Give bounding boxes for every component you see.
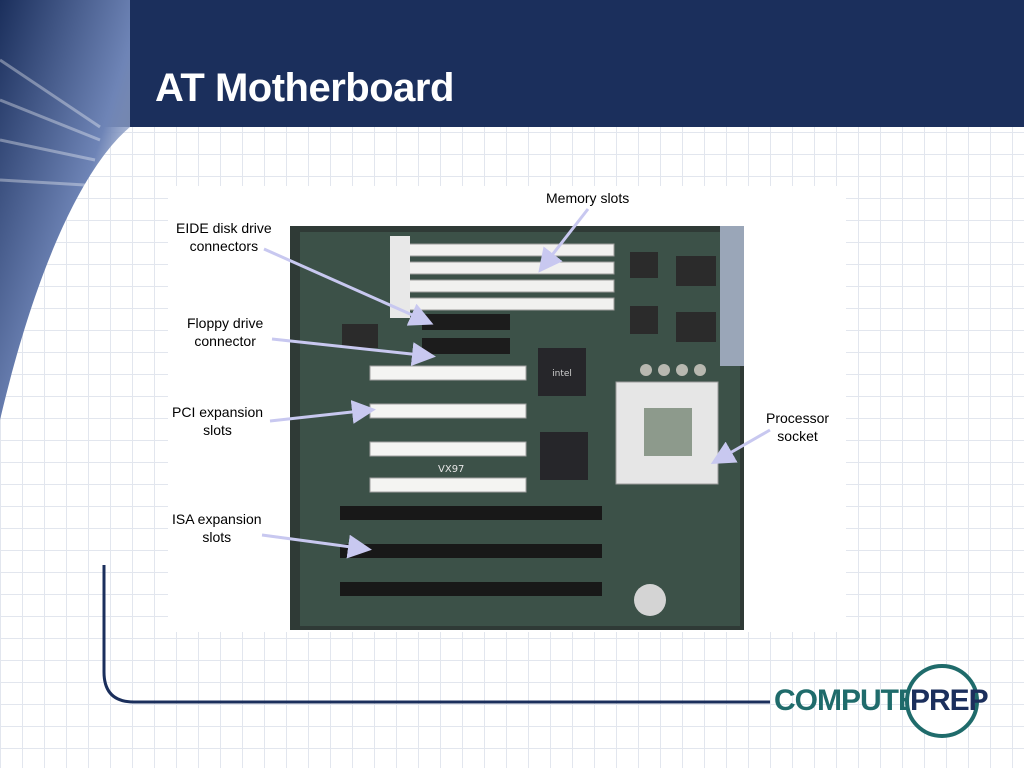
label-floppy-line1: Floppy drive <box>187 315 264 331</box>
label-eide-line1: EIDE disk drive <box>176 220 272 236</box>
logo-text-prep: PREP <box>910 684 989 717</box>
label-isa-line1: ISA expansion <box>172 511 262 527</box>
label-isa-line2: slots <box>202 529 232 545</box>
label-memory-slots: Memory slots <box>546 190 630 206</box>
chipset-mark: VX97 <box>438 464 464 475</box>
logo-ring <box>905 664 979 738</box>
label-pci-slots: PCI expansion slots <box>172 403 263 439</box>
label-processor-line2: socket <box>777 428 818 444</box>
label-floppy-connector: Floppy drive connector <box>187 314 263 350</box>
header-band <box>0 0 1024 127</box>
label-processor-line1: Processor <box>766 410 830 426</box>
slide-title: AT Motherboard <box>155 66 454 110</box>
label-processor-socket: Processor socket <box>766 409 829 445</box>
label-eide-line2: connectors <box>189 238 259 254</box>
label-eide-connectors: EIDE disk drive connectors <box>176 219 272 255</box>
computer-prep-logo: COMPUTER PREP <box>770 662 990 740</box>
label-floppy-line2: connector <box>194 333 256 349</box>
label-isa-slots: ISA expansion slots <box>172 510 262 546</box>
label-pci-line2: slots <box>203 422 232 438</box>
intel-mark: intel <box>552 369 572 379</box>
label-pci-line1: PCI expansion <box>172 404 264 420</box>
side-swoosh-decoration <box>0 0 130 420</box>
motherboard-image: intel VX97 <box>290 226 744 630</box>
